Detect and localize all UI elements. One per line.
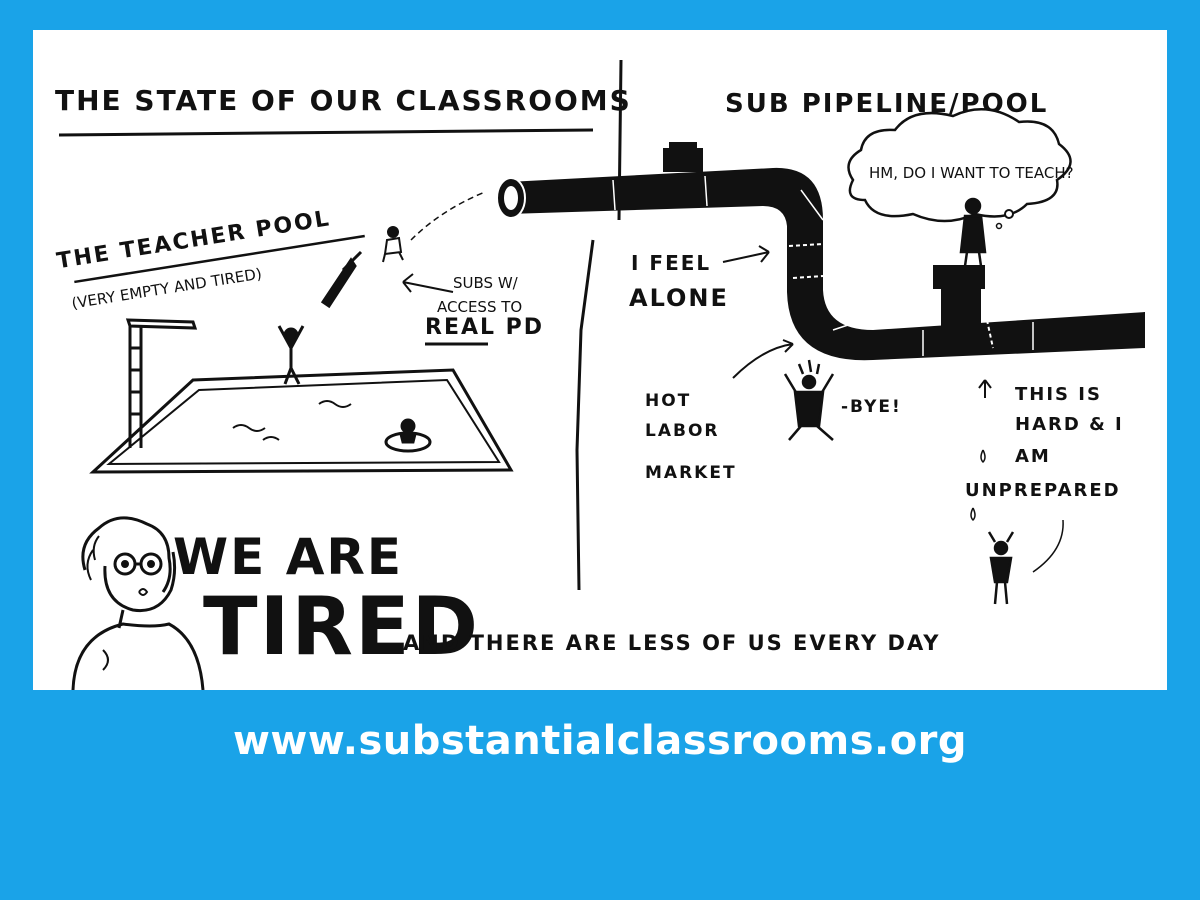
less-of-us-text: AND THERE ARE LESS OF US EVERY DAY — [403, 631, 940, 655]
hard-line1: THIS IS — [1015, 384, 1102, 405]
jumping-teacher — [382, 226, 404, 263]
new-sub-arrow — [1032, 519, 1064, 573]
sub-pipeline — [496, 142, 1145, 361]
hard-line4: UNPREPARED — [965, 480, 1121, 501]
hot-market-arrow — [732, 339, 794, 379]
feel-alone-line1: I FEEL — [631, 251, 711, 275]
title-left: THE STATE OF OUR CLASSROOMS — [55, 84, 632, 117]
thought-bubble: HM, DO I WANT TO TEACH? — [847, 108, 1074, 230]
teacher-in-inner-tube — [384, 418, 432, 453]
departing-teacher — [783, 359, 835, 441]
website-url[interactable]: www.substantialclassrooms.org — [232, 718, 968, 764]
subs-label-line1: SUBS W/ — [453, 274, 519, 292]
tired-text: TIRED — [203, 580, 480, 673]
center-divider — [575, 59, 623, 591]
diving-teacher — [320, 250, 363, 309]
sketchnote-illustration: THE STATE OF OUR CLASSROOMS SUB PIPELINE… — [55, 59, 1145, 690]
prospective-teacher — [959, 197, 987, 267]
teacher-pool-label-group: THE TEACHER POOL (VERY EMPTY AND TIRED) — [55, 206, 365, 313]
motion-lines — [410, 191, 486, 241]
hot-market-line3: MARKET — [645, 463, 737, 483]
feel-alone-line2: ALONE — [629, 284, 729, 312]
feel-alone-arrow — [722, 245, 770, 263]
teacher-pool-underline — [74, 234, 365, 284]
subs-label-line3: REAL PD — [425, 315, 544, 340]
sweat-drops — [970, 449, 986, 522]
teacher-on-pool-edge — [277, 325, 305, 385]
new-sub — [987, 531, 1015, 605]
hot-market-line2: LABOR — [645, 421, 720, 441]
teacher-pool-sublabel: (VERY EMPTY AND TIRED) — [70, 265, 263, 313]
title-underline — [58, 128, 594, 137]
we-are-text: WE ARE — [173, 528, 403, 586]
hard-line3: AM — [1015, 446, 1051, 467]
subs-arrow — [402, 273, 454, 293]
hot-market-line1: HOT — [645, 391, 691, 411]
tired-teacher-portrait — [71, 516, 205, 690]
hard-arrow — [978, 379, 992, 398]
hard-line2: HARD & I — [1015, 414, 1124, 435]
illustration-panel: THE STATE OF OUR CLASSROOMS SUB PIPELINE… — [33, 30, 1167, 690]
swimming-pool — [89, 368, 514, 474]
thought-bubble-text: HM, DO I WANT TO TEACH? — [869, 164, 1074, 182]
bye-text: -BYE! — [841, 397, 902, 417]
subs-label-line2: ACCESS TO — [437, 298, 522, 316]
